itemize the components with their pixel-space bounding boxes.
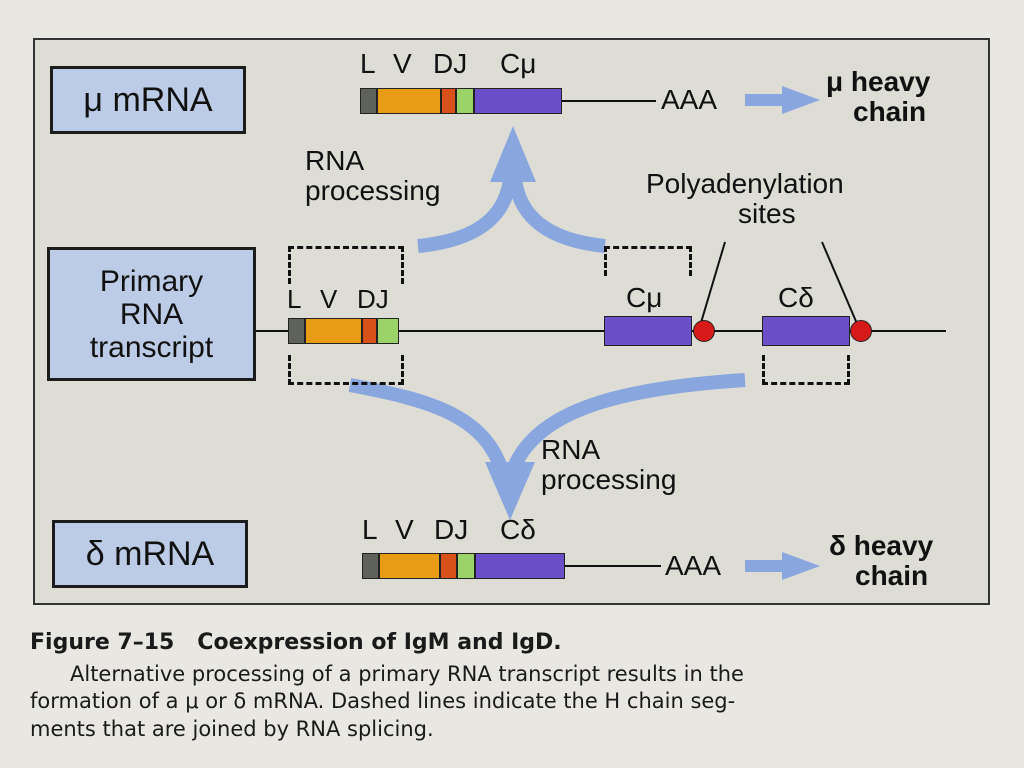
- product-arrow-delta-shaft: [745, 560, 785, 572]
- primary-segment-label-c-delta: Cδ: [778, 282, 814, 313]
- mu-v-segment: [377, 88, 441, 114]
- processing-arrow-top-head: [490, 126, 536, 182]
- splice-dash-bottom-cdelta: [762, 355, 850, 385]
- delta-segment-label-v: V: [395, 514, 414, 545]
- delta-tail-line: [565, 565, 661, 567]
- mu-leader-segment: [360, 88, 377, 114]
- caption-line1: Alternative processing of a primary RNA …: [70, 662, 744, 686]
- mu-mrna-label-box: μ mRNA: [50, 66, 246, 134]
- primary-label-line1: Primary: [99, 264, 204, 298]
- primary-label-line2: RNA: [119, 297, 184, 331]
- polyA-label-line1: Polyadenylation: [646, 168, 844, 199]
- mu-constant-segment: [474, 88, 562, 114]
- processing-arrow-bottom-right-branch: [508, 373, 746, 469]
- primary-segment-label-l: L: [287, 284, 302, 314]
- delta-product-line2: chain: [855, 560, 929, 591]
- primary-j-segment: [377, 318, 399, 344]
- caption-title: Figure 7–15 Coexpression of IgM and IgD.: [30, 630, 562, 655]
- product-arrow-mu-shaft: [745, 94, 785, 106]
- processing-arrow-bottom-left-branch: [348, 378, 507, 468]
- figure-caption: Figure 7–15 Coexpression of IgM and IgD.…: [30, 630, 1005, 743]
- delta-product-line1: δ heavy: [829, 530, 934, 561]
- primary-transcript-label-box: Primary RNA transcript: [47, 247, 256, 381]
- primary-label-line3: transcript: [89, 330, 214, 364]
- processing-bottom-line2: processing: [541, 464, 677, 495]
- splice-dash-bottom-vdj: [288, 355, 404, 385]
- primary-c-delta-segment: [762, 316, 850, 346]
- primary-segment-label-dj: DJ: [357, 284, 389, 314]
- product-arrow-mu-head: [782, 86, 820, 114]
- primary-d-segment: [362, 318, 377, 344]
- polyA-label-line2: sites: [738, 198, 796, 229]
- processing-arrow-bottom-head: [485, 462, 535, 520]
- delta-mrna-label: δ mRNA: [85, 534, 215, 573]
- delta-j-segment: [457, 553, 475, 579]
- mu-tail-line: [562, 100, 656, 102]
- caption-line2: formation of a μ or δ mRNA. Dashed lines…: [30, 689, 736, 714]
- mu-segment-label-c: Cμ: [500, 48, 537, 79]
- mu-j-segment: [456, 88, 474, 114]
- delta-d-segment: [440, 553, 457, 579]
- caption-line3: ments that are joined by RNA splicing.: [30, 716, 434, 741]
- polyA-pointer-right: [821, 241, 859, 327]
- primary-transcript-line: [256, 330, 946, 332]
- splice-dash-top-vdj: [288, 246, 404, 284]
- splice-dash-top-cmu: [604, 246, 692, 276]
- delta-segment-label-dj: DJ: [434, 514, 469, 545]
- delta-constant-segment: [475, 553, 565, 579]
- mu-segment-label-dj: DJ: [433, 48, 468, 79]
- processing-arrow-top-left-branch: [417, 178, 517, 253]
- mu-d-segment: [441, 88, 456, 114]
- mu-polyA-tail: AAA: [661, 84, 718, 115]
- delta-segment-label-c: Cδ: [500, 514, 536, 545]
- delta-segment-label-l: L: [362, 514, 378, 545]
- polyA-site-delta: [850, 320, 872, 342]
- mu-segment-label-l: L: [360, 48, 376, 79]
- processing-arrow-top-right-branch: [508, 178, 606, 253]
- mu-mrna-label: μ mRNA: [83, 80, 213, 119]
- primary-c-mu-segment: [604, 316, 692, 346]
- processing-bottom-line1: RNA: [541, 434, 601, 465]
- mu-product-line2: chain: [853, 96, 927, 127]
- mu-segment-label-v: V: [393, 48, 412, 79]
- primary-segment-label-c-mu: Cμ: [626, 282, 663, 313]
- processing-top-line2: processing: [305, 175, 441, 206]
- product-arrow-delta-head: [782, 552, 820, 580]
- delta-leader-segment: [362, 553, 379, 579]
- primary-segment-label-v: V: [320, 284, 338, 314]
- primary-v-segment: [305, 318, 362, 344]
- processing-top-line1: RNA: [305, 145, 365, 176]
- delta-polyA-tail: AAA: [665, 550, 722, 581]
- mu-product-line1: μ heavy: [826, 66, 931, 97]
- polyA-site-mu: [693, 320, 715, 342]
- primary-leader-segment: [288, 318, 305, 344]
- delta-mrna-label-box: δ mRNA: [52, 520, 248, 588]
- delta-v-segment: [379, 553, 440, 579]
- polyA-pointer-left: [699, 241, 726, 327]
